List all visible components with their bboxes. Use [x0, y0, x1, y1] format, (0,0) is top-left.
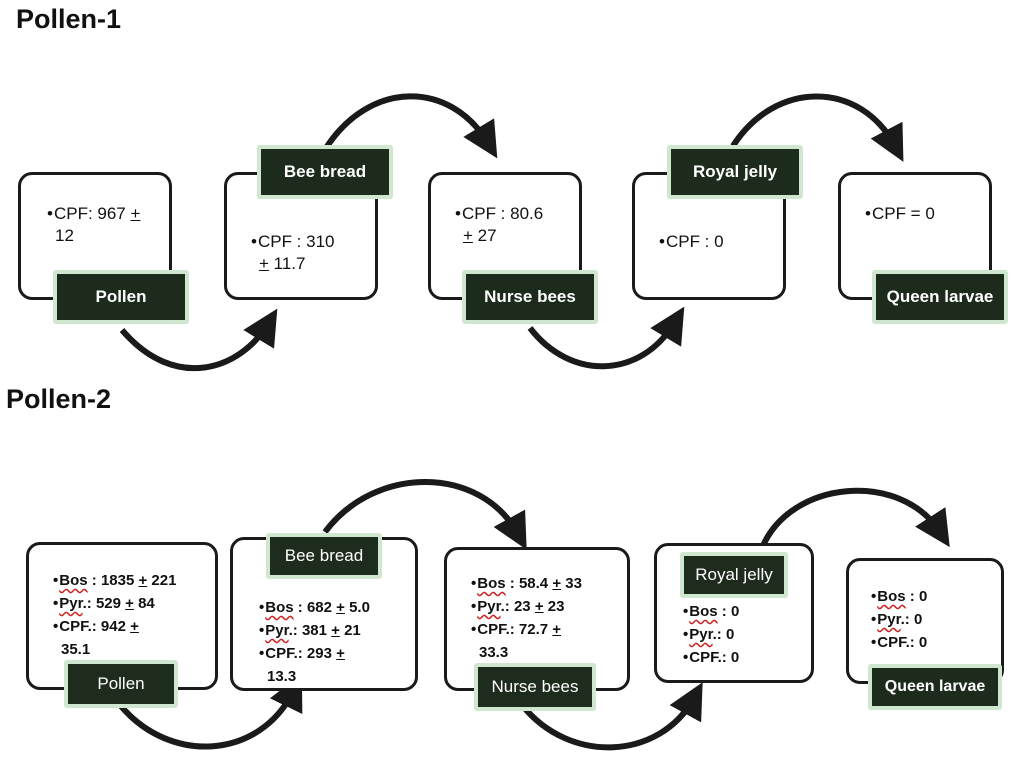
row-cpf: •CPF.: 0 — [683, 649, 740, 666]
text-nursebees-cpf-1: •CPF : 80.6 + 27 — [455, 204, 544, 245]
box-queenlarvae-2: •Bos : 0 •Pyr.: 0 •CPF.: 0 — [846, 558, 1004, 684]
text-beebread-cpf-1: •CPF : 310 + 11.7 — [251, 232, 335, 273]
text-royaljelly-values-2: •Bos : 0 •Pyr.: 0 •CPF.: 0 — [683, 600, 813, 669]
row-cpf: •CPF.: 72.7 +33.3 — [471, 621, 562, 661]
text-royaljelly-cpf-1: •CPF : 0 — [659, 232, 724, 251]
label-royaljelly-2: Royal jelly — [680, 552, 788, 598]
text-queenlarvae-values-2: •Bos : 0 •Pyr.: 0 •CPF.: 0 — [871, 585, 1003, 654]
label-nursebees-2: Nurse bees — [474, 663, 596, 711]
row-cpf: •CPF.: 942 +35.1 — [53, 618, 139, 658]
label-beebread-2: Bee bread — [266, 533, 382, 579]
arrow-pollen-to-beebread-2 — [117, 673, 303, 750]
row-bos: •Bos : 1835 + 221 — [53, 572, 177, 589]
row-pyr: •Pyr.: 529 + 84 — [53, 595, 155, 612]
row-pyr: •Pyr.: 23 + 23 — [471, 598, 565, 615]
row-pyr: •Pyr.: 381 + 21 — [259, 622, 361, 639]
text-beebread-values-2: •Bos : 682 + 5.0 •Pyr.: 381 + 21 •CPF.: … — [259, 596, 417, 688]
arrow-royaljelly-to-queenlarvae-2 — [759, 487, 950, 550]
row-cpf: •CPF.: 0 — [871, 634, 928, 651]
text-pollen-values-2: •Bos : 1835 + 221 •Pyr.: 529 + 84 •CPF.:… — [53, 569, 217, 661]
arrow-royaljelly-to-queenlarvae-1 — [730, 93, 904, 162]
label-pollen-2: Pollen — [64, 660, 178, 708]
arrow-nursebees-to-royaljelly-2 — [519, 682, 703, 751]
arrow-beebread-to-nursebees-1 — [323, 93, 498, 159]
row-pyr: •Pyr.: 0 — [871, 611, 923, 628]
label-pollen-1: Pollen — [53, 270, 189, 324]
label-queenlarvae-2: Queen larvae — [868, 664, 1002, 710]
arrow-nursebees-to-royaljelly-1 — [527, 306, 685, 370]
arrow-beebread-to-nursebees-2 — [322, 479, 527, 550]
label-royaljelly-1: Royal jelly — [667, 145, 803, 199]
box-royaljelly-1: •CPF : 0 — [632, 172, 786, 300]
row-bos: •Bos : 682 + 5.0 — [259, 599, 370, 616]
section-title-pollen-2: Pollen-2 — [6, 384, 112, 414]
row-bos: •Bos : 58.4 + 33 — [471, 575, 582, 592]
row-bos: •Bos : 0 — [871, 588, 928, 605]
row-bos: •Bos : 0 — [683, 603, 740, 620]
row-pyr: •Pyr.: 0 — [683, 626, 735, 643]
text-queenlarvae-cpf-1: •CPF = 0 — [865, 204, 935, 223]
label-nursebees-1: Nurse bees — [462, 270, 598, 324]
text-pollen-cpf-1: •CPF: 967 + 12 — [47, 204, 141, 245]
label-beebread-1: Bee bread — [257, 145, 393, 199]
text-nursebees-values-2: •Bos : 58.4 + 33 •Pyr.: 23 + 23 •CPF.: 7… — [471, 572, 629, 664]
label-queenlarvae-1: Queen larvae — [872, 270, 1008, 324]
row-cpf: •CPF.: 293 +13.3 — [259, 645, 345, 685]
arrow-pollen-to-beebread-1 — [119, 308, 278, 372]
section-title-pollen-1: Pollen-1 — [16, 4, 122, 34]
